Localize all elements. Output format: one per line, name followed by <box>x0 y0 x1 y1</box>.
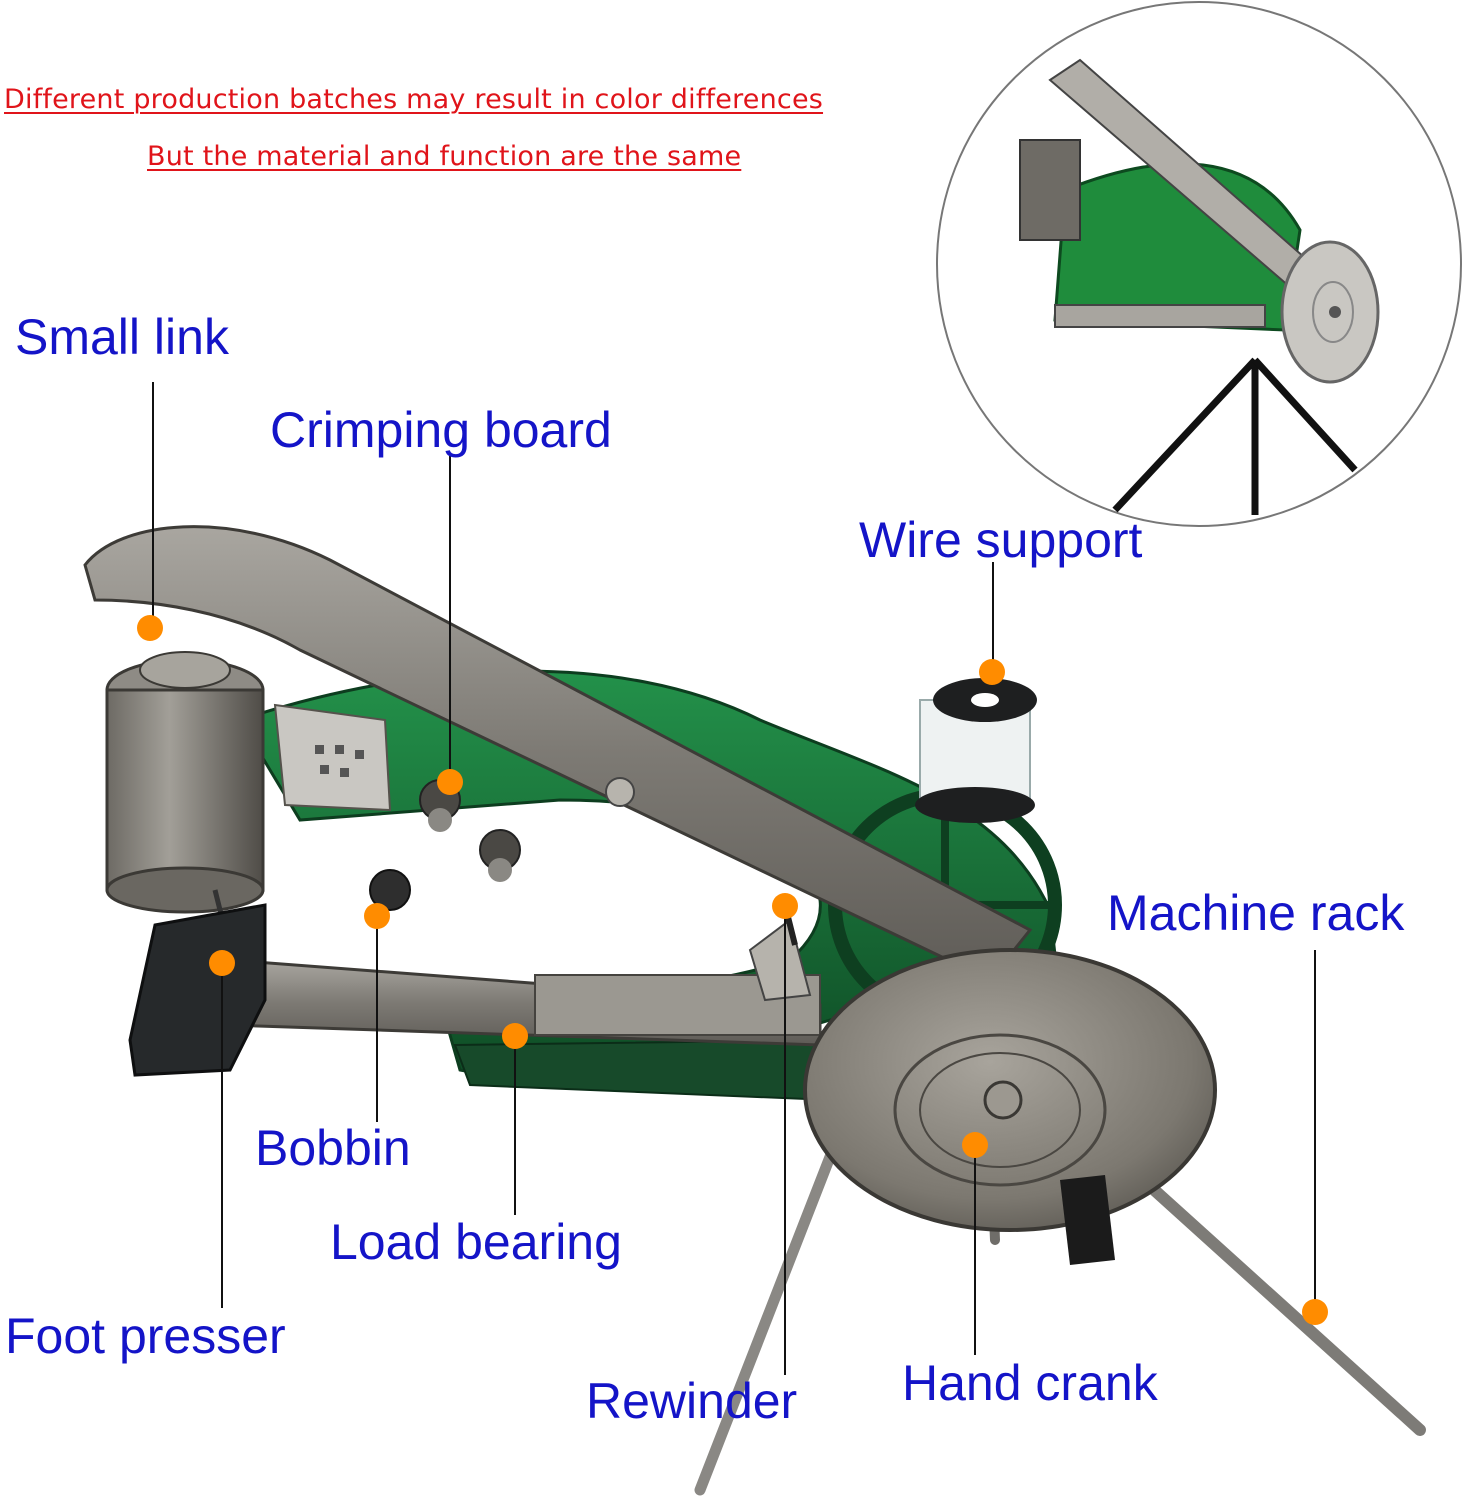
needle-head <box>105 651 265 951</box>
label-machine-rack: Machine rack <box>1107 885 1405 941</box>
hand-wheel <box>803 948 1217 1265</box>
label-load-bearing: Load bearing <box>330 1214 622 1270</box>
label-wire-support: Wire support <box>859 512 1143 568</box>
label-hand-crank: Hand crank <box>902 1355 1158 1411</box>
marker-rewinder <box>772 893 798 919</box>
leader-lines <box>152 382 1316 1375</box>
inset-reference-photo <box>936 1 1462 527</box>
marker-foot-presser <box>209 950 235 976</box>
crimping-plate <box>273 703 392 812</box>
label-rewinder: Rewinder <box>586 1373 798 1429</box>
color-difference-notice: Different production batches may result … <box>4 84 824 115</box>
label-foot-presser: Foot presser <box>5 1308 286 1364</box>
marker-small-link <box>137 615 163 641</box>
thread-spool <box>915 678 1037 823</box>
tension-knobs <box>369 777 635 911</box>
marker-wire-support <box>979 659 1005 685</box>
label-small-link: Small link <box>15 309 229 365</box>
marker-hand-crank <box>962 1132 988 1158</box>
presser-foot <box>128 903 267 1077</box>
label-bobbin: Bobbin <box>255 1120 411 1176</box>
plate-holes <box>315 745 364 777</box>
label-crimping-board: Crimping board <box>270 402 612 458</box>
marker-load-bearing <box>502 1023 528 1049</box>
same-function-notice: But the material and function are the sa… <box>147 141 742 172</box>
marker-crimping-board <box>437 769 463 795</box>
marker-machine-rack <box>1302 1299 1328 1325</box>
marker-bobbin <box>364 903 390 929</box>
